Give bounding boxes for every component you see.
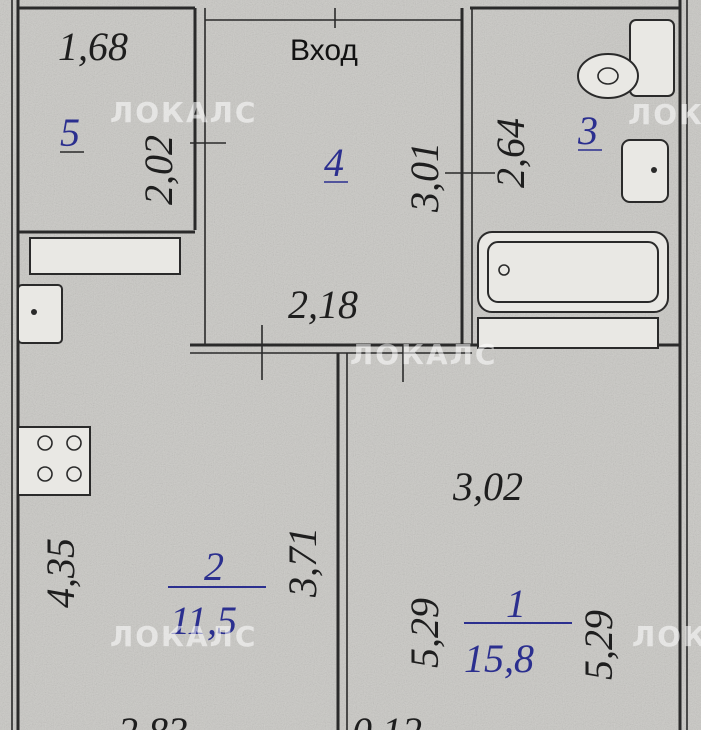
dim-bath-depth: 2,64	[488, 118, 533, 188]
washbasin-icon	[621, 139, 669, 203]
room-number-1: 1	[506, 581, 526, 626]
room-area-1: 15,8	[464, 636, 534, 681]
dim-bottom-left: 2,83	[118, 709, 188, 730]
watermark-4: ЛОКАЛС	[628, 98, 701, 131]
stove-icon	[17, 426, 91, 496]
dim-kitchen-inner: 3,71	[280, 527, 325, 598]
dimension-ticks	[190, 142, 495, 382]
dim-kitchen-outer: 4,35	[38, 538, 83, 608]
toilet-icon	[577, 19, 675, 99]
dim-hall-width: 2,18	[288, 282, 358, 327]
watermark-3: ЛОКАЛС	[110, 620, 257, 653]
watermark-5: ЛОКАЛС	[632, 620, 701, 653]
room-number-4: 4	[324, 140, 344, 185]
dim-room5-width: 1,68	[58, 24, 128, 69]
room-number-3: 3	[577, 108, 598, 153]
shelf-unit	[29, 237, 181, 275]
bathtub-icon	[477, 231, 669, 313]
room-number-5: 5	[60, 110, 80, 155]
kitchen-sink	[17, 284, 63, 344]
dim-bottom-mid: 0,12	[352, 709, 422, 730]
room-number-2: 2	[204, 544, 224, 589]
room-area-2: 11,5	[170, 598, 237, 643]
dim-room1-right: 5,29	[576, 610, 621, 680]
dim-room1-width: 3,02	[452, 464, 523, 509]
watermark-1: ЛОКАЛС	[110, 96, 257, 129]
dim-room5-depth: 2,02	[136, 135, 181, 205]
dim-hall-depth: 3,01	[402, 142, 447, 213]
watermark-2: ЛОКАЛС	[350, 338, 497, 371]
fixtures	[17, 19, 675, 496]
entrance-label: Вход	[290, 34, 358, 67]
bath-shelf	[477, 317, 659, 349]
dim-room1-left: 5,29	[402, 598, 447, 668]
